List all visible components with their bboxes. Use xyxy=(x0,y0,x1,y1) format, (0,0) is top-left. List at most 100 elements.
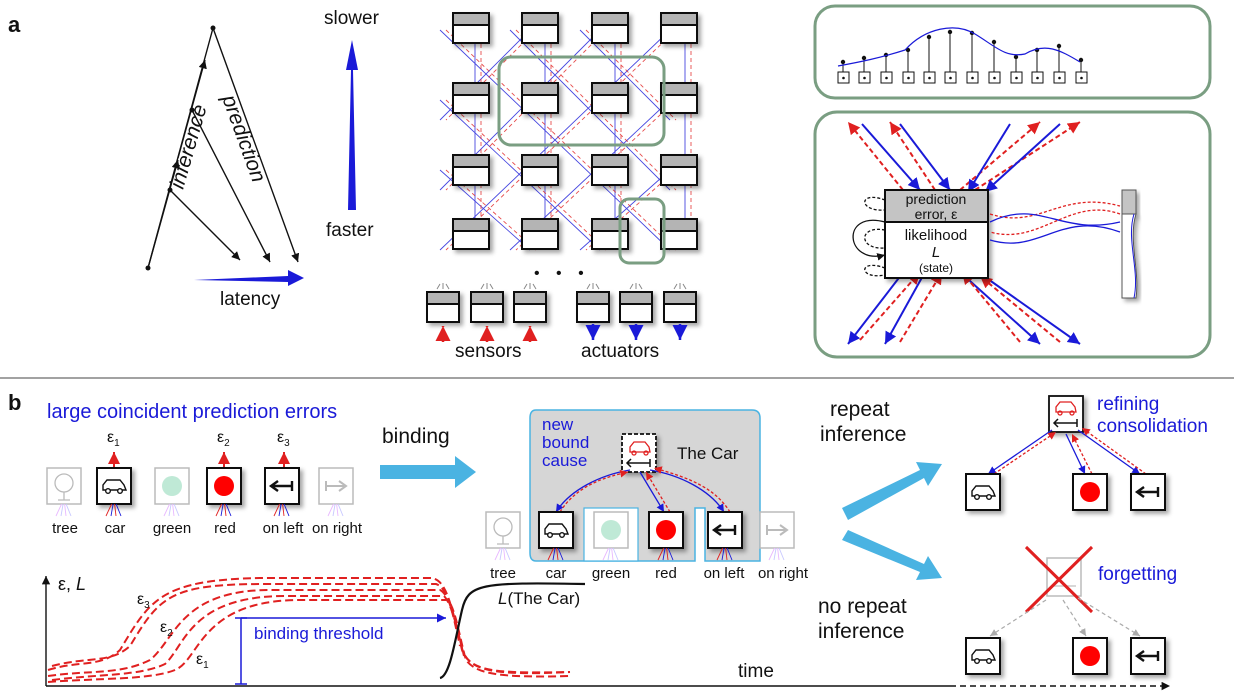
slower-label: slower xyxy=(324,8,380,29)
binding-arrow xyxy=(380,456,476,488)
side-distribution xyxy=(1121,189,1138,299)
left-arrow-icon-small xyxy=(625,458,651,468)
self-loops xyxy=(852,196,886,277)
L-curve-label: L(The Car) xyxy=(498,589,580,608)
car-node xyxy=(96,467,132,505)
red-dot-icon xyxy=(656,520,676,540)
binding-threshold-label: binding threshold xyxy=(254,624,383,643)
car-icon-red xyxy=(629,441,651,456)
time-plot xyxy=(41,576,1170,691)
onright-node xyxy=(759,511,795,549)
red-node xyxy=(1072,473,1108,511)
network-connections xyxy=(439,29,692,251)
left-arrow-icon xyxy=(1134,650,1160,662)
binding-connections xyxy=(555,466,731,513)
right-arrow-icon xyxy=(766,524,789,536)
L-curve xyxy=(439,582,586,680)
feature-label: on right xyxy=(312,520,363,537)
onleft-node xyxy=(264,467,300,505)
feature-label: green xyxy=(592,565,630,582)
forgetting-label: forgetting xyxy=(1098,564,1177,585)
car-node xyxy=(538,511,574,549)
faster-label: faster xyxy=(326,220,374,241)
feature-label: green xyxy=(153,520,191,537)
network-node xyxy=(452,218,490,250)
node-likelihood-label: likelihood xyxy=(905,227,968,244)
hierarchy-lines xyxy=(147,27,300,269)
actuator-node xyxy=(576,283,610,340)
network-node xyxy=(591,82,629,114)
network-node xyxy=(591,218,629,250)
coincident-errors-label: large coincident prediction errors xyxy=(47,401,337,423)
feature-label: tree xyxy=(490,565,516,582)
tree-icon xyxy=(54,473,74,501)
network-node xyxy=(452,154,490,186)
refining-label: refining xyxy=(1097,394,1159,415)
plot-ylabel: ε, L xyxy=(58,574,86,594)
no-repeat-inference-label: inference xyxy=(818,620,904,643)
new-label: new xyxy=(542,415,574,434)
distribution-diagram xyxy=(837,27,1088,84)
detail-distribution-frame xyxy=(813,4,1212,100)
node-L-label: L xyxy=(932,244,940,261)
eps1-label: ε1 xyxy=(107,429,120,449)
slower-faster-arrow xyxy=(346,40,358,210)
node-prediction-label: prediction xyxy=(906,191,967,207)
latency-label: latency xyxy=(220,289,281,310)
feature-label: red xyxy=(214,520,236,537)
grid-ellipsis: • • • xyxy=(534,265,590,282)
repeat-label: repeat xyxy=(830,398,890,421)
actuators-label: actuators xyxy=(581,341,659,362)
feature-label: car xyxy=(546,565,567,582)
car-node xyxy=(965,637,1001,675)
feature-row-forgotten xyxy=(965,637,1166,675)
inference-label: inference xyxy=(166,102,212,191)
node-detail xyxy=(884,189,989,279)
sensor-node xyxy=(426,283,460,342)
io-nodes xyxy=(426,283,697,342)
repeat-arrow xyxy=(842,462,942,520)
red-dot-icon xyxy=(214,476,234,496)
the-car-node xyxy=(621,433,657,473)
car-icon-red-2 xyxy=(1055,401,1077,416)
network-node xyxy=(660,82,698,114)
left-arrow-icon xyxy=(1134,486,1160,498)
network-node xyxy=(660,218,698,250)
red-dot-icon xyxy=(1080,646,1100,666)
feature-row-consolidated xyxy=(965,473,1166,511)
onleft-node xyxy=(707,511,743,549)
feature-label: car xyxy=(105,520,126,537)
network-node xyxy=(591,154,629,186)
eps2-label: ε2 xyxy=(217,429,230,449)
tree-node xyxy=(46,467,82,505)
feature-label: tree xyxy=(52,520,78,537)
repeat-inference-label: inference xyxy=(820,423,906,446)
prediction-label: prediction xyxy=(217,91,270,185)
feature-label: on right xyxy=(758,565,809,582)
sensor-node xyxy=(470,283,504,342)
grid-highlight-row xyxy=(497,55,666,147)
network-node xyxy=(521,12,559,44)
car-icon xyxy=(102,479,128,495)
bound-label: bound xyxy=(542,433,589,452)
forgetting-connections xyxy=(989,597,1141,637)
detail-node-arrows xyxy=(847,121,1081,345)
network-node xyxy=(591,12,629,44)
sensor-node xyxy=(513,283,547,342)
network-node xyxy=(452,12,490,44)
hierarchy-dots xyxy=(145,25,216,271)
car-node xyxy=(965,473,1001,511)
left-arrow-icon xyxy=(268,480,294,492)
error-curves xyxy=(47,577,571,683)
car-icon xyxy=(544,523,570,539)
the-car-label: The Car xyxy=(677,444,739,463)
e2-label: ε2 xyxy=(160,619,173,639)
green-dot-icon xyxy=(601,520,621,540)
green-dot-icon xyxy=(162,476,182,496)
actuator-node xyxy=(619,283,653,340)
binding-threshold xyxy=(235,613,446,685)
network-node xyxy=(521,82,559,114)
